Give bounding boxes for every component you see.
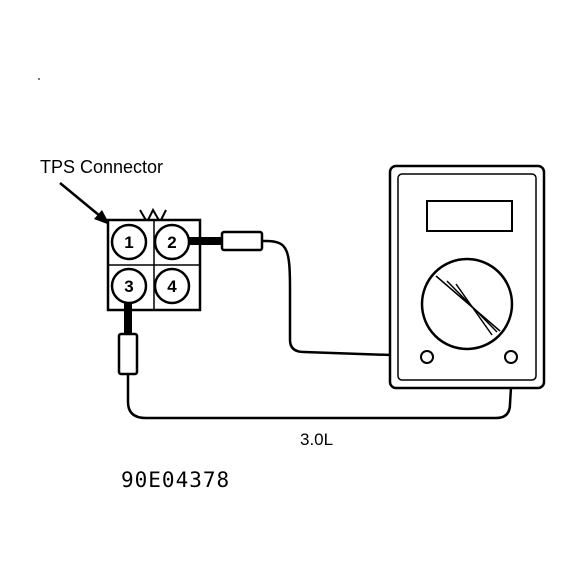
lead-wire-pin-2 [265, 239, 421, 358]
pin-3-label: 3 [124, 277, 133, 296]
multimeter [388, 164, 546, 390]
connector-label: TPS Connector [40, 157, 163, 177]
pin-4-label: 4 [167, 277, 177, 296]
meter-terminal-left [420, 350, 434, 364]
pin-1-label: 1 [124, 233, 133, 252]
engine-label: 3.0L [300, 430, 333, 449]
scan-speck [38, 78, 40, 80]
tps-connector: 1 2 3 4 [106, 207, 202, 312]
meter-display [426, 200, 513, 232]
probe-pin-2 [188, 230, 266, 252]
meter-terminal-right [504, 350, 518, 364]
pin-4 [153, 267, 191, 305]
pin-1 [110, 223, 148, 261]
probe-pin-3 [117, 302, 139, 376]
connector-pointer-arrow [59, 182, 110, 225]
meter-dial [420, 257, 514, 351]
pin-2-label: 2 [167, 233, 176, 252]
figure-code: 90E04378 [121, 468, 230, 492]
lead-wire-pin-3 [126, 369, 514, 420]
